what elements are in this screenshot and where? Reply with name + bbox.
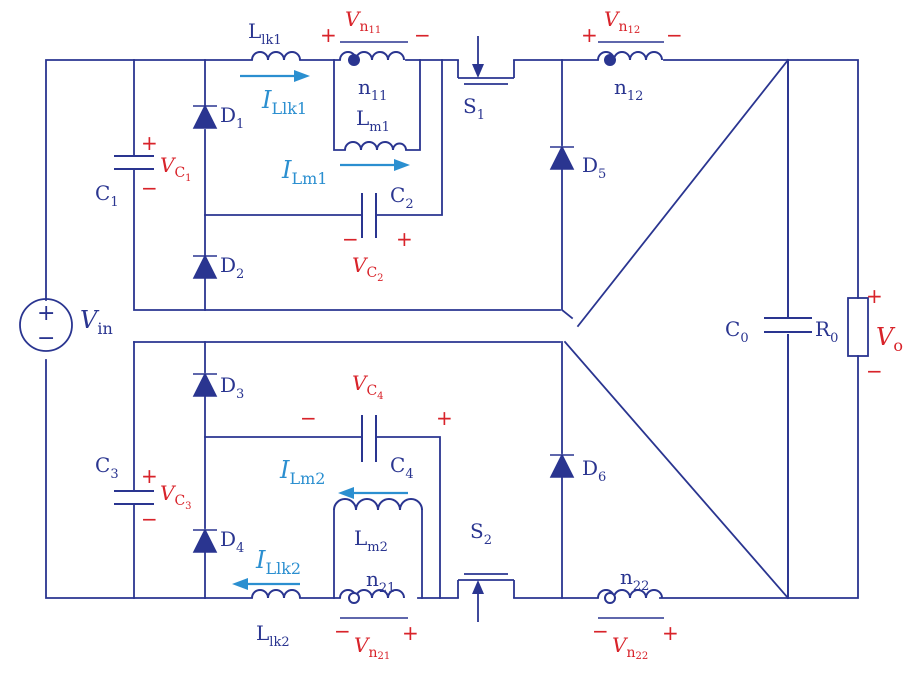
- vin-plus: +: [37, 301, 55, 326]
- vn22-minus: −: [592, 619, 609, 643]
- capacitor-c1: C1 + − VC1: [95, 131, 192, 210]
- winding-n21: n21 − + Vn21: [334, 567, 419, 662]
- ilm1-label: ILm1: [281, 156, 327, 188]
- n21-label: n21: [366, 567, 395, 596]
- d3-label: D3: [220, 373, 244, 402]
- inductor-lm1: Lm1: [344, 106, 407, 151]
- diode-d2: D2: [192, 253, 244, 282]
- d1-label: D1: [220, 103, 244, 132]
- vin-label: Vin: [80, 306, 113, 338]
- winding-n12: n12 + − Vn12: [581, 7, 683, 104]
- c4-minus: −: [300, 406, 317, 430]
- n12-label: n12: [614, 75, 643, 104]
- ilm2-label: ILm2: [279, 456, 325, 488]
- n11-label: n11: [358, 75, 387, 104]
- capacitor-c3: C3 + − VC3: [95, 453, 192, 531]
- vn21-plus: +: [402, 621, 419, 645]
- vn11-plus: +: [320, 23, 337, 47]
- c2-label: C2: [390, 183, 414, 212]
- diode-d4: D4: [192, 527, 244, 556]
- c3-plus: +: [141, 464, 158, 488]
- diode-d6: D6: [549, 453, 606, 485]
- inductor-llk2: Llk2: [251, 589, 301, 650]
- vn11-minus: −: [414, 23, 431, 47]
- s1-label: S1: [463, 94, 485, 123]
- capacitor-c0: C0: [725, 317, 816, 346]
- vn21-label: Vn21: [354, 633, 390, 662]
- c3-label: C3: [95, 453, 119, 482]
- vc2-label: VC2: [352, 253, 384, 284]
- dot-n21: [348, 592, 360, 604]
- c0-label: C0: [725, 317, 749, 346]
- vn22-plus: +: [662, 621, 679, 645]
- vc4-label: VC4: [352, 371, 384, 402]
- d4-label: D4: [220, 527, 244, 556]
- vn11-label: Vn11: [345, 7, 381, 36]
- dot-n12: [604, 54, 616, 66]
- vc1-label: VC1: [160, 153, 192, 184]
- diode-d3: D3: [192, 372, 244, 402]
- c3-minus: −: [141, 507, 158, 531]
- lm1-label: Lm1: [356, 106, 390, 135]
- c4-plus: +: [436, 406, 453, 430]
- resistor-r0: R0 + − Vo: [815, 284, 903, 383]
- winding-n11: n11 + − Vn11: [320, 7, 431, 104]
- d5-label: D5: [582, 153, 606, 182]
- current-arrow-ilk2: ILlk2: [232, 546, 301, 590]
- diode-d1: D1: [192, 103, 244, 132]
- vin-source: + − Vin: [19, 298, 113, 352]
- diode-d5: D5: [549, 145, 606, 182]
- vn22-label: Vn22: [612, 633, 648, 662]
- vn12-minus: −: [666, 23, 683, 47]
- vn12-label: Vn12: [604, 7, 640, 36]
- r0-label: R0: [815, 317, 838, 346]
- switch-s2: S2: [457, 519, 515, 622]
- c1-minus: −: [141, 176, 158, 200]
- vin-minus: −: [37, 326, 55, 351]
- current-arrow-ilk1: ILlk1: [240, 70, 310, 118]
- dot-n22: [604, 592, 616, 604]
- d6-label: D6: [582, 456, 606, 485]
- vo-minus: −: [866, 359, 883, 383]
- winding-n22: n22 − + Vn22: [592, 565, 679, 662]
- llk1-label: Llk1: [248, 19, 282, 48]
- c1-plus: +: [141, 131, 158, 155]
- vc3-label: VC3: [160, 481, 192, 512]
- vo-label: Vo: [876, 323, 903, 355]
- n22-label: n22: [620, 565, 649, 594]
- capacitor-c4: C4 − + VC4: [300, 371, 453, 482]
- lm2-label: Lm2: [354, 526, 388, 555]
- llk2-label: Llk2: [256, 621, 290, 650]
- ilk2-label: ILlk2: [255, 546, 301, 578]
- vn12-plus: +: [581, 23, 598, 47]
- current-arrow-ilm1: ILm1: [281, 156, 410, 188]
- s2-label: S2: [470, 519, 492, 548]
- inductor-lm2: Lm2: [333, 498, 423, 555]
- dot-n11: [348, 54, 360, 66]
- c2-minus: −: [342, 227, 359, 251]
- vn21-minus: −: [334, 619, 351, 643]
- d2-label: D2: [220, 253, 244, 282]
- c2-plus: +: [396, 227, 413, 251]
- vo-plus: +: [866, 284, 883, 308]
- c1-label: C1: [95, 181, 119, 210]
- inductor-llk1: Llk1: [248, 19, 301, 61]
- ilk1-label: ILlk1: [261, 86, 307, 118]
- capacitor-c2: C2 − + VC2: [342, 183, 414, 284]
- c4-label: C4: [390, 453, 414, 482]
- switch-s1: S1: [457, 36, 515, 123]
- current-arrow-ilm2: ILm2: [279, 456, 408, 499]
